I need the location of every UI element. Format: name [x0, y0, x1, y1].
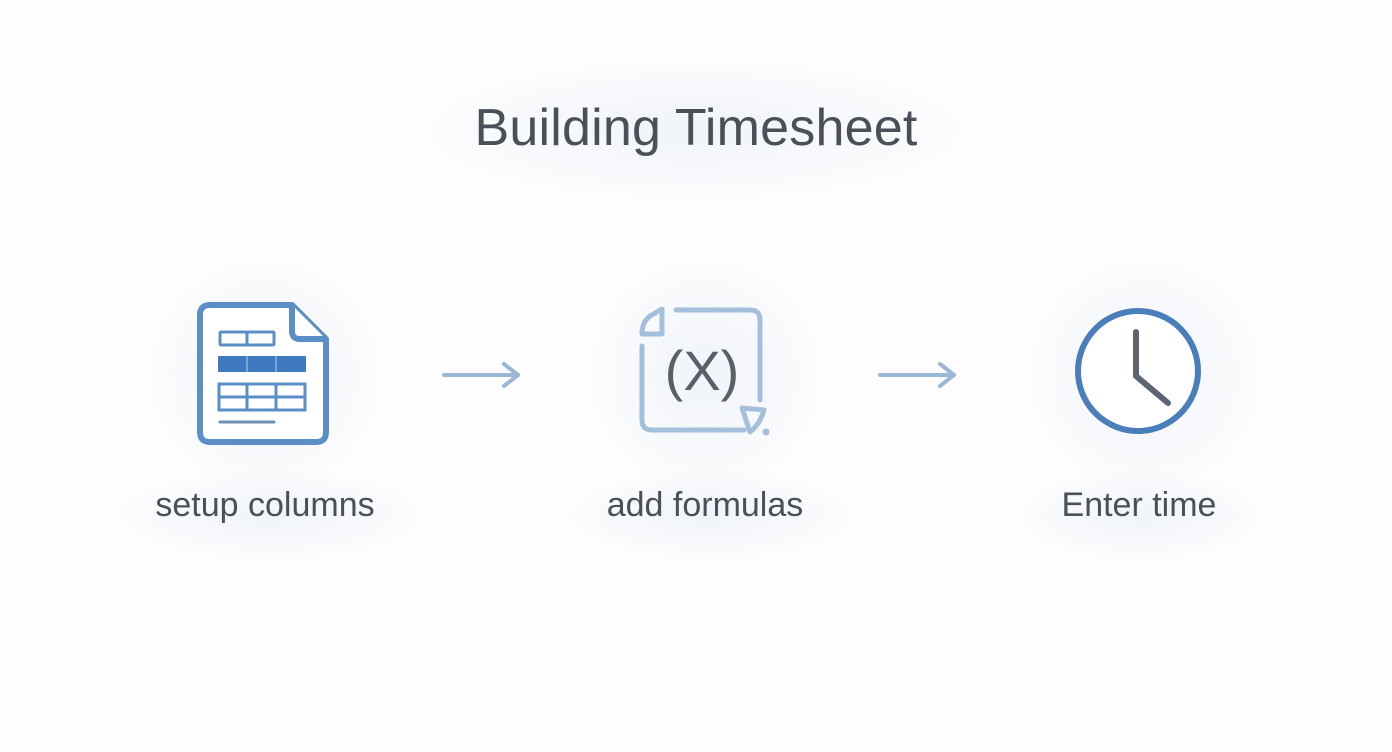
step-label-add-formulas: add formulas — [606, 486, 804, 524]
label-2-glow — [570, 470, 850, 560]
title-glow — [430, 60, 960, 200]
label-3-glow — [1020, 470, 1260, 560]
formula-glyph: (X) — [665, 339, 740, 402]
step-2-glow — [590, 260, 820, 490]
clock-icon — [1075, 308, 1201, 434]
label-1-glow — [120, 470, 420, 560]
step-label-setup-columns: setup columns — [155, 486, 375, 524]
formula-function-icon: (X) — [639, 306, 770, 436]
arrow-right-icon — [878, 362, 956, 388]
arrow-right-icon — [442, 362, 520, 388]
step-label-enter-time: Enter time — [1061, 486, 1217, 524]
spreadsheet-document-icon — [197, 302, 329, 445]
diagram-title: Building Timesheet — [474, 99, 918, 157]
